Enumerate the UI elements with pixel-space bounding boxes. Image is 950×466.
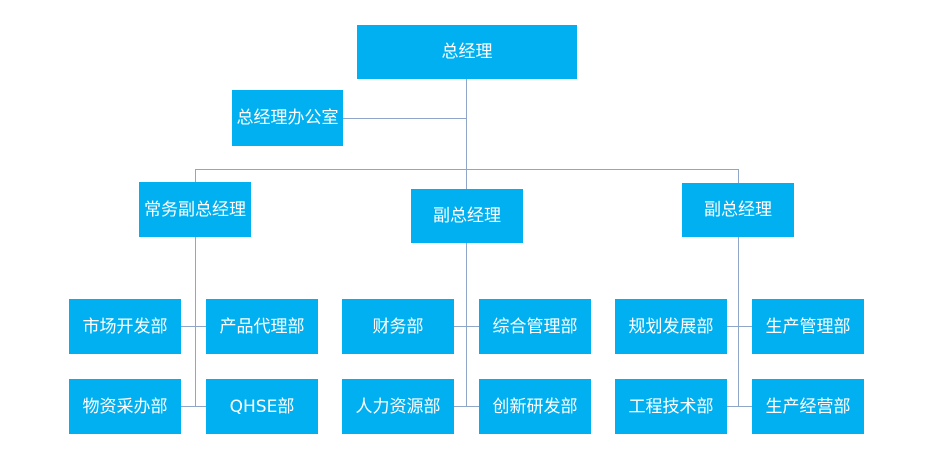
node-product-agency-label: 产品代理部 (219, 316, 305, 337)
connector-left-trunk (195, 237, 196, 407)
node-general-mgmt: 综合管理部 (479, 299, 591, 354)
connector-right-r2 (727, 406, 752, 407)
node-finance-label: 财务部 (372, 316, 424, 337)
node-hr: 人力资源部 (342, 379, 454, 434)
node-materials-purchase: 物资采办部 (69, 379, 181, 434)
connector-ceo-trunk (466, 79, 467, 169)
node-production-mgmt: 生产管理部 (752, 299, 864, 354)
node-market-dev-label: 市场开发部 (82, 316, 168, 337)
node-vp-executive: 常务副总经理 (139, 182, 251, 237)
connector-right-r1 (727, 326, 752, 327)
node-engineering-tech-label: 工程技术部 (628, 396, 714, 417)
node-materials-purchase-label: 物资采办部 (82, 396, 168, 417)
node-general-mgmt-label: 综合管理部 (492, 316, 578, 337)
node-ceo-label: 总经理 (441, 42, 493, 62)
node-qhse: QHSE部 (206, 379, 318, 434)
connector-vp-middle (466, 169, 467, 189)
node-production-ops: 生产经营部 (752, 379, 864, 434)
node-product-agency: 产品代理部 (206, 299, 318, 354)
node-engineering-tech: 工程技术部 (615, 379, 727, 434)
node-production-mgmt-label: 生产管理部 (765, 316, 851, 337)
node-finance: 财务部 (342, 299, 454, 354)
node-vp-right-label: 副总经理 (704, 200, 772, 220)
connector-middle-r1 (454, 326, 479, 327)
node-planning-dev-label: 规划发展部 (628, 316, 714, 337)
connector-middle-r2 (454, 406, 479, 407)
connector-left-r1 (181, 326, 206, 327)
node-innovation-rd-label: 创新研发部 (492, 396, 578, 417)
connector-vp-left (195, 169, 196, 182)
node-planning-dev: 规划发展部 (615, 299, 727, 354)
node-vp-right: 副总经理 (682, 183, 794, 237)
node-hr-label: 人力资源部 (355, 396, 441, 417)
node-vp-executive-label: 常务副总经理 (144, 199, 246, 220)
node-ceo: 总经理 (357, 25, 577, 79)
connector-right-trunk (738, 237, 739, 407)
node-ceo-office: 总经理办公室 (232, 90, 343, 146)
node-market-dev: 市场开发部 (69, 299, 181, 354)
node-qhse-label: QHSE部 (229, 396, 295, 417)
node-vp-middle-label: 副总经理 (433, 206, 501, 226)
connector-middle-trunk (466, 243, 467, 407)
connector-vp-right (738, 169, 739, 183)
node-ceo-office-label: 总经理办公室 (236, 108, 339, 128)
node-innovation-rd: 创新研发部 (479, 379, 591, 434)
connector-left-r2 (181, 406, 206, 407)
node-vp-middle: 副总经理 (411, 189, 523, 243)
connector-office (343, 118, 466, 119)
node-production-ops-label: 生产经营部 (765, 396, 851, 417)
